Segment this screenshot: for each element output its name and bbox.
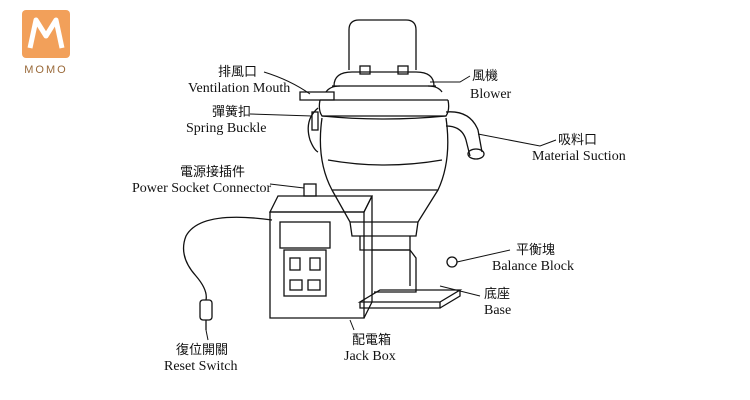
- logo-mark-icon: [22, 10, 70, 58]
- jack-label-cn: 配電箱: [352, 332, 391, 348]
- ventilation-label-en: Ventilation Mouth: [188, 81, 290, 96]
- balance-block: [446, 256, 458, 268]
- power-label-en: Power Socket Connector: [132, 181, 272, 196]
- blower-label-en: Blower: [470, 87, 512, 102]
- material-suction-pipe: [445, 111, 485, 160]
- balance-leader: [456, 249, 511, 263]
- balance-label-cn: 平衡塊: [516, 242, 555, 258]
- suction-label-cn: 吸料口: [558, 133, 597, 148]
- base-label-en: Base: [484, 303, 511, 318]
- blower-motor: [348, 19, 417, 75]
- blower-leader: [430, 75, 471, 83]
- power-label-cn: 電源接插件: [180, 164, 245, 180]
- reset-cable: [182, 216, 273, 301]
- power-socket-connector: [303, 183, 317, 197]
- hopper-body: [319, 117, 449, 251]
- momo-logo: MOMO: [16, 10, 76, 80]
- spring-leader: [249, 113, 313, 117]
- reset-label-cn: 復位開關: [176, 342, 228, 358]
- ventilation-pipe: [299, 91, 335, 101]
- jack-leader: [349, 319, 355, 331]
- logo-text: MOMO: [24, 64, 68, 76]
- base-label-cn: 底座: [484, 286, 510, 302]
- suction-leader: [477, 133, 557, 147]
- spring-label-en: Spring Buckle: [186, 121, 267, 136]
- balance-label-en: Balance Block: [492, 259, 574, 274]
- reset-switch: [199, 299, 213, 330]
- blower-label-cn: 風機: [472, 69, 498, 84]
- ventilation-leader: [263, 71, 311, 95]
- spring-buckle: [307, 107, 319, 153]
- base-stand: [357, 249, 463, 309]
- reset-label-en: Reset Switch: [164, 359, 238, 374]
- spring-label-cn: 彈簧扣: [212, 104, 251, 120]
- blower-cap: [318, 71, 450, 120]
- base-leader: [439, 285, 481, 297]
- suction-label-en: Material Suction: [532, 149, 626, 164]
- jack-box: [268, 195, 374, 319]
- power-leader: [269, 183, 305, 189]
- jack-label-en: Jack Box: [344, 349, 396, 364]
- ventilation-label-cn: 排風口: [218, 65, 257, 80]
- reset-leader: [205, 329, 209, 341]
